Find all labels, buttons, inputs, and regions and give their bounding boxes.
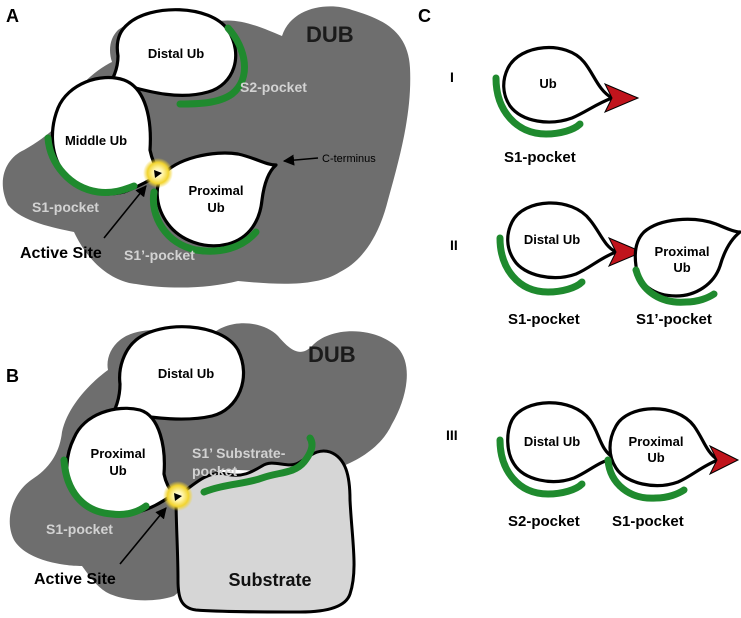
row-numeral-1: I bbox=[450, 69, 454, 85]
distal-ub-label-row3: Distal Ub bbox=[524, 434, 580, 449]
distal-ub-a bbox=[102, 8, 238, 97]
s1-pocket-curve-row1 bbox=[492, 74, 584, 138]
active-site-pointer-a bbox=[103, 185, 147, 239]
s1-pocket-label-row2: S1-pocket bbox=[508, 311, 580, 328]
active-site-pointer-b bbox=[119, 507, 167, 565]
s1-pocket-label-row3: S1-pocket bbox=[612, 513, 684, 530]
s1prime-pocket-label-a: S1’-pocket bbox=[124, 247, 195, 263]
dub-label-a: DUB bbox=[306, 22, 354, 47]
panel-label-a: A bbox=[6, 6, 19, 26]
c-terminal-arrow-row2 bbox=[607, 237, 644, 267]
s1prime-pocket-curve-row2 bbox=[632, 266, 718, 306]
s1-pocket-label-row1: S1-pocket bbox=[504, 149, 576, 166]
proximal-ub-line2-b: Ub bbox=[109, 463, 126, 478]
s1-pocket-curve-row2 bbox=[496, 234, 586, 296]
proximal-ub-line1-b: Proximal bbox=[91, 446, 146, 461]
active-site-arrow-b bbox=[174, 493, 182, 501]
c-terminal-arrow-row1 bbox=[603, 83, 640, 113]
c-terminal-arrow-row3 bbox=[708, 444, 740, 476]
s1prime-substrate-line2-b: pocket bbox=[192, 463, 237, 479]
s2-pocket-label-a: S2-pocket bbox=[240, 79, 307, 95]
dub-shape-b bbox=[9, 323, 407, 601]
panel-label-c: C bbox=[418, 6, 431, 26]
s2-pocket-label-row3: S2-pocket bbox=[508, 513, 580, 530]
row-numeral-2: II bbox=[450, 237, 458, 253]
proximal-ub-row2 bbox=[633, 217, 741, 298]
proximal-ub-a bbox=[155, 151, 278, 248]
s1-pocket-curve-b bbox=[60, 456, 150, 518]
s1prime-substrate-line1-b: S1’ Substrate- bbox=[192, 445, 286, 461]
dub-label-b: DUB bbox=[308, 342, 356, 367]
distal-ub-row3 bbox=[506, 401, 616, 484]
s2-pocket-curve-a bbox=[176, 24, 248, 108]
proximal-ub-line2-row2: Ub bbox=[673, 260, 690, 275]
middle-ub-label-a: Middle Ub bbox=[65, 133, 127, 148]
ub-row1 bbox=[502, 45, 614, 124]
s1-pocket-label-a: S1-pocket bbox=[32, 199, 99, 215]
s1prime-pocket-label-row2: S1’-pocket bbox=[636, 311, 712, 328]
s1-pocket-curve-row3 bbox=[604, 456, 688, 502]
ub-label-row1: Ub bbox=[539, 76, 556, 91]
distal-ub-label-b: Distal Ub bbox=[158, 366, 214, 381]
s1-pocket-label-b: S1-pocket bbox=[46, 521, 113, 537]
distal-ub-label-row2: Distal Ub bbox=[524, 232, 580, 247]
proximal-ub-line2-row3: Ub bbox=[647, 450, 664, 465]
active-site-label-a: Active Site bbox=[20, 245, 102, 262]
substrate-shape bbox=[174, 449, 356, 614]
distal-ub-row2 bbox=[506, 201, 618, 280]
proximal-ub-line1-row2: Proximal bbox=[655, 244, 710, 259]
proximal-ub-line1-row3: Proximal bbox=[629, 434, 684, 449]
proximal-ub-line2-a: Ub bbox=[207, 200, 224, 215]
c-terminus-label: C-terminus bbox=[322, 153, 376, 165]
proximal-ub-row3 bbox=[608, 407, 720, 488]
s1prime-substrate-pocket-curve-b bbox=[200, 434, 316, 496]
s1prime-pocket-curve-a bbox=[149, 188, 260, 255]
substrate-label: Substrate bbox=[228, 570, 311, 590]
s2-pocket-curve-row3 bbox=[496, 436, 586, 498]
panel-label-b: B bbox=[6, 366, 19, 386]
distal-ub-label-a: Distal Ub bbox=[148, 46, 204, 61]
active-site-label-b: Active Site bbox=[34, 571, 116, 588]
c-terminus-pointer bbox=[282, 154, 319, 166]
row-numeral-3: III bbox=[446, 427, 458, 443]
proximal-ub-line1-a: Proximal bbox=[189, 183, 244, 198]
active-site-arrow-a bbox=[154, 170, 162, 178]
s1-pocket-curve-a bbox=[44, 134, 138, 196]
